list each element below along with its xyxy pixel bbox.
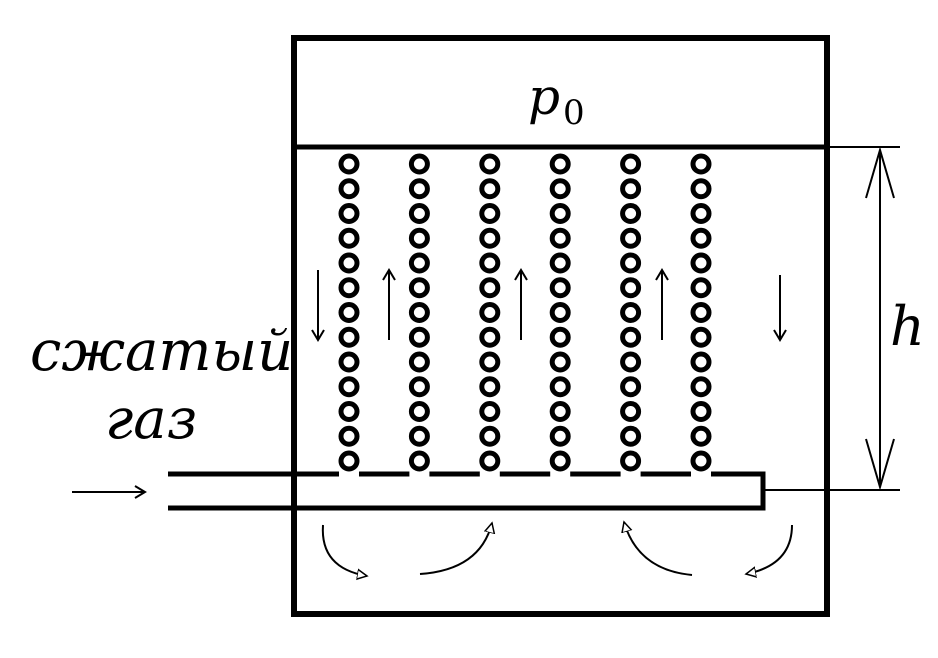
- circulation-arrow-1: [321, 524, 367, 576]
- gas-bubble: [549, 153, 571, 175]
- gas-bubble: [620, 178, 642, 200]
- gas-pipe: [168, 471, 766, 511]
- gas-bubble: [620, 450, 642, 472]
- gas-bubble: [408, 351, 430, 373]
- gas-bubble: [549, 203, 571, 224]
- bubble-columns: [338, 153, 712, 472]
- gas-bubble: [408, 203, 430, 224]
- gas-bubble: [479, 252, 501, 274]
- gas-bubble: [620, 376, 642, 398]
- gas-bubble: [479, 178, 501, 200]
- gas-bubble: [408, 277, 430, 299]
- gas-bubble: [620, 351, 642, 373]
- gas-bubble: [338, 326, 360, 348]
- height-arrowhead-top: [865, 146, 895, 199]
- gas-bubble: [408, 227, 430, 249]
- gas-bubble: [690, 376, 712, 398]
- gas-bubble: [549, 376, 571, 398]
- gas-bubble: [408, 450, 430, 472]
- gas-bubble: [690, 277, 712, 299]
- vessel-outline: [291, 35, 830, 617]
- gas-label-line2: газ: [105, 387, 197, 452]
- gas-bubble: [690, 178, 712, 200]
- height-dimension: [763, 146, 900, 491]
- gas-bubble: [549, 178, 571, 200]
- gas-bubble: [338, 252, 360, 274]
- gas-bubble: [690, 203, 712, 224]
- gas-bubble: [690, 351, 712, 373]
- gas-bubble: [549, 401, 571, 422]
- gas-bubble: [479, 376, 501, 398]
- gas-bubble: [690, 326, 712, 348]
- gas-bubble: [408, 302, 430, 323]
- gas-bubble: [479, 401, 501, 422]
- gas-bubble: [690, 302, 712, 323]
- height-label: h: [890, 295, 925, 358]
- gas-bubble: [549, 227, 571, 249]
- gas-bubble: [338, 302, 360, 323]
- gas-bubble: [479, 351, 501, 373]
- gas-bubble: [620, 425, 642, 447]
- gas-bubble: [338, 376, 360, 398]
- gas-bubble: [408, 252, 430, 274]
- gas-bubble: [338, 401, 360, 422]
- gas-bubble: [479, 277, 501, 299]
- gas-bubble: [338, 351, 360, 373]
- gas-bubble: [479, 450, 501, 472]
- circulation-arrows: [321, 522, 793, 576]
- gas-bubble: [549, 302, 571, 323]
- gas-bubble: [338, 450, 360, 472]
- gas-bubble: [690, 450, 712, 472]
- gas-bubble: [549, 277, 571, 299]
- gas-bubble: [690, 401, 712, 422]
- gas-bubble: [408, 425, 430, 447]
- gas-bubble: [479, 203, 501, 224]
- gas-bubble: [620, 227, 642, 249]
- gas-bubble: [479, 153, 501, 175]
- gas-bubble: [338, 425, 360, 447]
- gas-bubble: [338, 153, 360, 175]
- flow-arrows: [311, 268, 787, 342]
- gas-bubble: [408, 178, 430, 200]
- gas-bubble: [620, 203, 642, 224]
- gas-bubble: [479, 302, 501, 323]
- gas-bubble: [549, 425, 571, 447]
- gas-bubble: [479, 425, 501, 447]
- gas-bubble: [338, 178, 360, 200]
- gas-bubble: [408, 401, 430, 422]
- gas-bubble: [408, 326, 430, 348]
- gas-bubble: [479, 326, 501, 348]
- pressure-label: p0: [528, 68, 585, 133]
- gas-bubble: [690, 252, 712, 274]
- circulation-arrow-2: [419, 523, 492, 575]
- gas-bubble: [620, 302, 642, 323]
- gas-bubble: [620, 326, 642, 348]
- gas-bubble: [549, 326, 571, 348]
- gas-bubble: [338, 203, 360, 224]
- gas-bubble: [549, 450, 571, 472]
- gas-bubble: [338, 277, 360, 299]
- gas-bubble: [690, 425, 712, 447]
- gas-bubble: [338, 227, 360, 249]
- gas-bubble: [549, 351, 571, 373]
- gas-bubble: [690, 153, 712, 175]
- gas-bubble: [620, 153, 642, 175]
- gas-bubble: [620, 401, 642, 422]
- gas-bubble: [408, 153, 430, 175]
- gas-bubble: [479, 227, 501, 249]
- gas-bubble: [620, 252, 642, 274]
- gas-bubble: [408, 376, 430, 398]
- circulation-arrow-4: [746, 524, 793, 574]
- circulation-arrow-3: [624, 522, 693, 576]
- gas-bubble: [690, 227, 712, 249]
- gas-label-line1: сжатый: [30, 319, 293, 384]
- height-arrowhead-bottom: [865, 438, 895, 491]
- gas-bubble: [549, 252, 571, 274]
- gas-bubble: [620, 277, 642, 299]
